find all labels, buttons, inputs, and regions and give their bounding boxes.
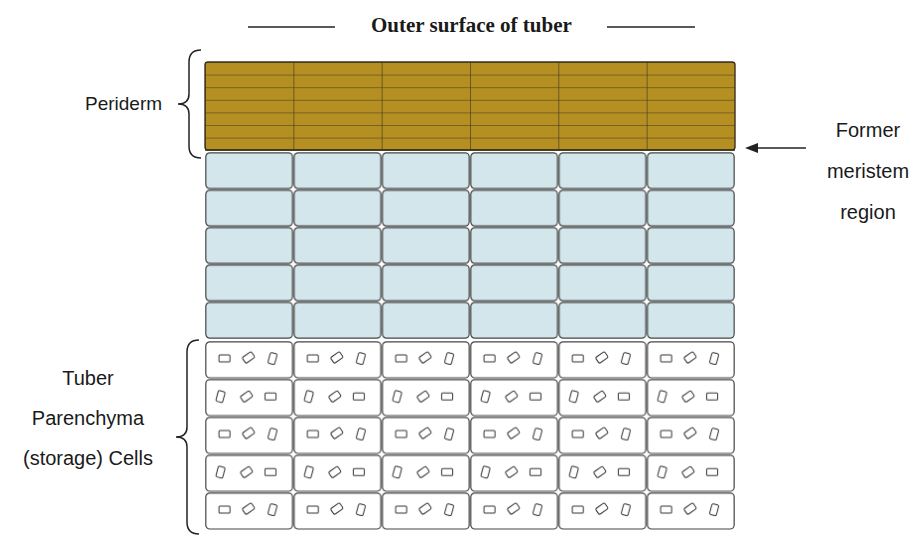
bracket: [178, 50, 201, 158]
parenchyma-cells: [205, 341, 735, 530]
periderm-layer: [205, 62, 735, 150]
region-label: Former meristem region: [816, 110, 920, 233]
tissue-label: Periderm: [85, 91, 162, 117]
tissue-label: Tuber Parenchyma (storage) Cells: [4, 358, 172, 478]
leader-arrow: [756, 147, 806, 149]
title-rule: [607, 26, 695, 28]
meristem-cells: [205, 152, 735, 339]
arrowhead: [745, 143, 758, 153]
surface-label: Outer surface of tuber: [371, 12, 572, 38]
title-rule: [248, 26, 335, 28]
bracket: [176, 340, 199, 534]
